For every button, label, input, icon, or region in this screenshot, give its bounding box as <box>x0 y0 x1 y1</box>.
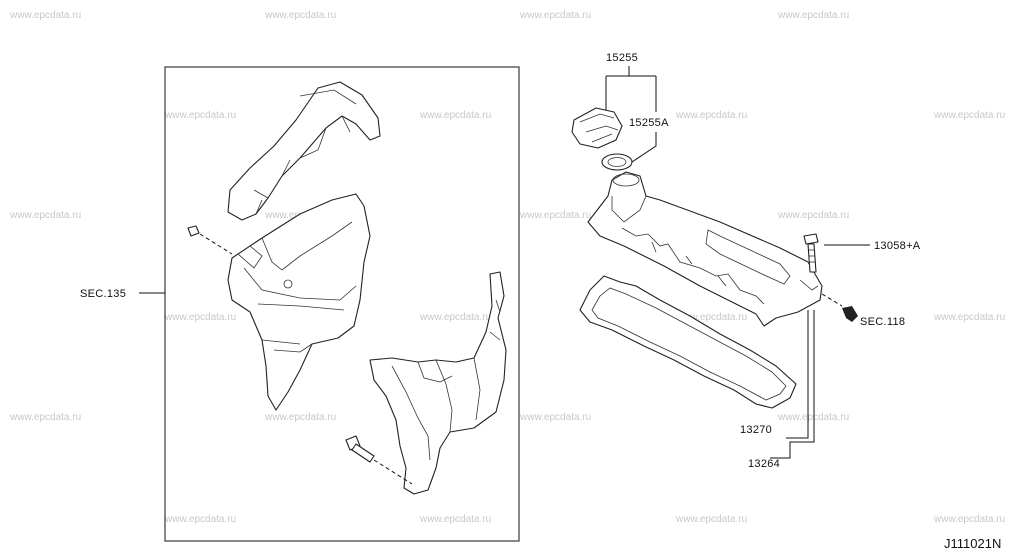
watermark-text: www.epcdata.ru <box>675 514 747 525</box>
watermark-text: www.epcdata.ru <box>675 312 747 323</box>
leader-15255 <box>605 66 657 112</box>
label-15255[interactable]: 15255 <box>606 52 638 64</box>
bolt-icon[interactable] <box>187 225 233 255</box>
watermark-text: www.epcdata.ru <box>777 10 849 21</box>
label-13270[interactable]: 13270 <box>740 424 772 436</box>
watermark-text: www.epcdata.ru <box>933 312 1005 323</box>
watermark-text: www.epcdata.ru <box>9 412 81 423</box>
watermark-text: www.epcdata.ru <box>264 412 336 423</box>
diagram-code: J111021N <box>944 536 1001 551</box>
watermark-text: www.epcdata.ru <box>419 110 491 121</box>
watermark-layer: www.epcdata.ru www.epcdata.ru www.epcdata.… <box>9 10 1005 525</box>
watermark-text: www.epcdata.ru <box>933 514 1005 525</box>
watermark-text: www.epcdata.ru <box>519 10 591 21</box>
bolt-icon[interactable] <box>345 435 413 485</box>
timing-cover-mid-icon[interactable] <box>227 193 371 411</box>
watermark-text: www.epcdata.ru <box>164 110 236 121</box>
watermark-text: www.epcdata.ru <box>777 412 849 423</box>
watermark-text: www.epcdata.ru <box>519 412 591 423</box>
timing-cover-lower-icon[interactable] <box>369 271 507 495</box>
leader-13270 <box>786 310 809 439</box>
label-13058a[interactable]: 13058+A <box>874 240 921 252</box>
watermark-text: www.epcdata.ru <box>419 514 491 525</box>
watermark-text: www.epcdata.ru <box>264 10 336 21</box>
watermark-text: www.epcdata.ru <box>164 514 236 525</box>
leader-sec118-dash <box>821 293 843 307</box>
rocker-cover-icon[interactable] <box>587 171 823 327</box>
watermark-text: www.epcdata.ru <box>9 210 81 221</box>
oil-filler-cap-icon[interactable] <box>571 107 623 149</box>
label-sec135[interactable]: SEC.135 <box>80 288 126 300</box>
label-15255a[interactable]: 15255A <box>629 117 669 129</box>
bolt-icon[interactable] <box>803 233 819 273</box>
leader-13264 <box>770 310 815 459</box>
leader-15255a <box>631 132 657 163</box>
sec135-frame <box>164 66 520 542</box>
watermark-text: www.epcdata.ru <box>675 110 747 121</box>
watermark-text: www.epcdata.ru <box>419 312 491 323</box>
label-sec118[interactable]: SEC.118 <box>860 316 905 328</box>
arrow-icon <box>842 306 858 322</box>
watermark-text: www.epcdata.ru <box>164 312 236 323</box>
watermark-text: www.epcdata.ru <box>777 210 849 221</box>
cap-gasket-icon[interactable] <box>601 153 633 171</box>
label-13264[interactable]: 13264 <box>748 458 780 470</box>
rocker-cover-gasket-icon[interactable] <box>579 275 797 409</box>
watermark-text: www.epcdata.ru <box>519 210 591 221</box>
watermark-text: www.epcdata.ru <box>9 10 81 21</box>
timing-cover-upper-icon[interactable] <box>227 81 381 221</box>
watermark-text: www.epcdata.ru <box>933 110 1005 121</box>
